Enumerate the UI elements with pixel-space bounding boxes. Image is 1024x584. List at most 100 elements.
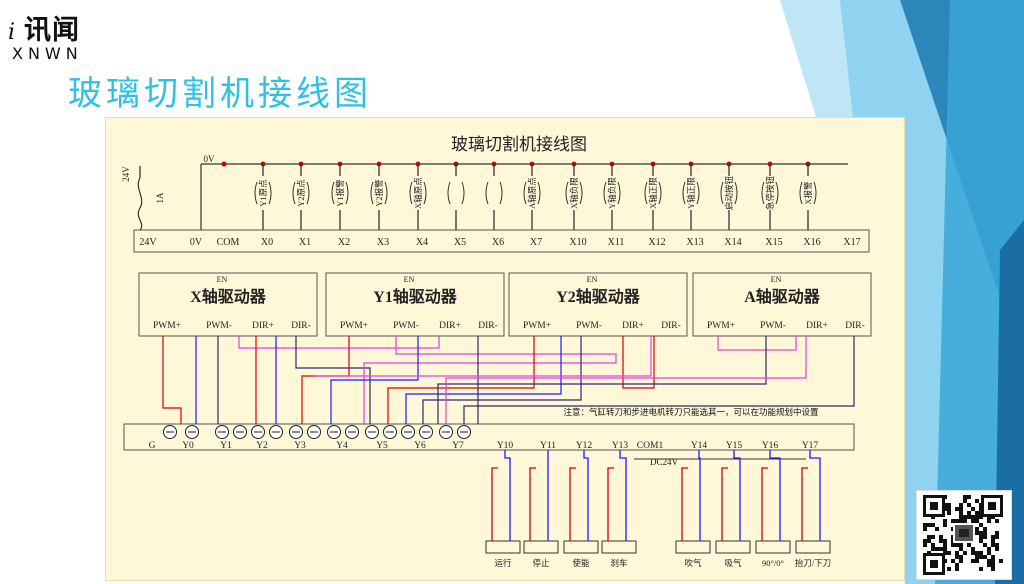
- switch-contact: [761, 181, 765, 205]
- switch-contact: [799, 181, 803, 205]
- output-load-box: [485, 540, 521, 554]
- input-terminal-label: X3: [377, 237, 389, 248]
- output-load-label: 停止: [532, 558, 550, 568]
- output-terminal-label: Y3: [294, 441, 306, 451]
- output-terminal-label: Y10: [497, 441, 514, 451]
- input-terminal-label: X1: [299, 237, 311, 248]
- input-switch-label: X轴原点: [413, 177, 423, 209]
- driver-wire: [422, 336, 582, 424]
- driver-name: X轴驱动器: [190, 287, 267, 306]
- driver-box: [138, 272, 318, 337]
- switch-contact: [370, 181, 374, 205]
- logo-name-en: XNWN: [12, 44, 83, 63]
- switch-contact: [461, 181, 465, 205]
- input-terminal-strip: [133, 229, 870, 253]
- output-load-supply-wire: [607, 467, 614, 541]
- driver-wire: [463, 336, 855, 424]
- rail-dot: [221, 161, 227, 167]
- driver-pin-label: PWM+: [340, 321, 368, 331]
- driver-box: [508, 272, 688, 337]
- input-terminal-label: X5: [454, 237, 466, 248]
- input-switch-label: X轴正限: [648, 177, 658, 209]
- output-terminal-label: Y16: [762, 441, 779, 451]
- input-switch-label: 急停按钮: [765, 176, 775, 211]
- output-load-control-wire: [504, 450, 511, 541]
- driver-pin-label: DIR+: [252, 321, 274, 331]
- output-load-label: 90°/0°: [762, 558, 784, 568]
- input-terminal-label: X11: [608, 237, 625, 248]
- input-terminal-label: X13: [686, 237, 703, 248]
- switch-contact: [720, 181, 724, 205]
- switch-contact: [423, 181, 427, 205]
- switch-contact: [813, 181, 817, 205]
- output-terminal-label: Y1: [220, 441, 232, 451]
- output-terminal-label: Y12: [576, 441, 593, 451]
- switch-contact: [345, 181, 349, 205]
- driver-box: [692, 272, 872, 337]
- input-terminal-label: 24V: [139, 237, 157, 248]
- switch-contact: [254, 181, 258, 205]
- page-title: 玻璃切割机接线图: [68, 74, 372, 114]
- input-switch-label: Y2原点: [296, 179, 306, 207]
- driver-pin-label: DIR+: [806, 321, 828, 331]
- output-terminal-label: Y13: [612, 441, 629, 451]
- switch-contact: [485, 181, 489, 205]
- input-switch-label: 启动按钮: [724, 176, 734, 211]
- output-load-label: 吹气: [684, 558, 702, 568]
- output-terminal-label: COM1: [637, 441, 664, 451]
- switch-contact: [682, 181, 686, 205]
- output-load-box: [675, 540, 711, 554]
- input-terminal-label: X16: [803, 237, 820, 248]
- switch-contact: [565, 181, 569, 205]
- output-load-supply-wire: [761, 467, 768, 541]
- input-terminal-label: 0V: [190, 237, 203, 248]
- output-load-box: [523, 540, 559, 554]
- output-terminal-label: Y11: [540, 441, 556, 451]
- driver-name: Y1轴驱动器: [373, 287, 458, 306]
- driver-pin-label: DIR-: [478, 321, 498, 331]
- driver-wire: [405, 336, 562, 424]
- input-terminal-label: X0: [261, 237, 273, 248]
- output-load-label: 使能: [572, 558, 590, 568]
- output-load-label: 刹车: [610, 558, 627, 568]
- output-terminal-strip: [123, 423, 855, 451]
- output-load-box: [755, 540, 791, 554]
- output-load-supply-wire: [529, 467, 536, 541]
- input-terminal-label: X4: [416, 237, 428, 248]
- driver-en-label: EN: [217, 275, 228, 284]
- driver-wire: [445, 336, 807, 424]
- fuse-label: 1A: [155, 192, 165, 204]
- output-terminal-label: Y15: [726, 441, 743, 451]
- input-terminal-label: X12: [648, 237, 665, 248]
- output-load-supply-wire: [801, 467, 808, 541]
- driver-wire: [622, 336, 655, 389]
- output-terminal-label: Y0: [182, 441, 194, 451]
- output-load-label: 吸气: [724, 558, 742, 568]
- input-switch-label: Y2报警: [374, 179, 384, 207]
- output-load-box: [563, 540, 599, 554]
- driver-pin-label: PWM+: [523, 321, 551, 331]
- input-terminal-label: X6: [492, 237, 504, 248]
- input-switch-label: Y1原点: [258, 179, 268, 207]
- output-terminal-label: Y5: [376, 441, 388, 451]
- driver-wire: [717, 336, 797, 351]
- switch-contact: [292, 181, 296, 205]
- driver-pin-label: DIR-: [291, 321, 311, 331]
- driver-pin-label: DIR+: [622, 321, 644, 331]
- output-terminal-label: Y17: [802, 441, 819, 451]
- switch-contact: [523, 181, 527, 205]
- driver-name: Y2轴驱动器: [556, 287, 641, 306]
- output-load-supply-wire: [681, 467, 688, 541]
- driver-pin-label: DIR-: [845, 321, 865, 331]
- supply-voltage-label: 24V: [121, 166, 131, 182]
- output-load-control-wire: [583, 450, 589, 541]
- driver-pin-label: PWM-: [576, 321, 602, 331]
- switch-contact: [499, 181, 503, 205]
- switch-contact: [696, 181, 700, 205]
- logo-mark: i: [8, 20, 16, 45]
- driver-en-label: EN: [771, 275, 782, 284]
- driver-pin-label: PWM+: [153, 321, 181, 331]
- driver-box: [325, 272, 505, 337]
